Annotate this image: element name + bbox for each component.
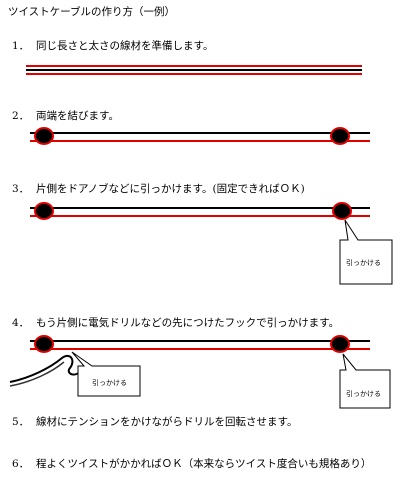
step-3: 3． 片側をドアノブなどに引っかけます。(固定できればＯＫ) — [12, 181, 305, 196]
step-3-callout-box — [339, 219, 393, 285]
step-6-number: 6． — [12, 458, 30, 470]
step-5-text: 線材にテンションをかけながらドリルを回転させます。 — [36, 416, 298, 428]
step-2-number: 2． — [12, 110, 30, 122]
step-1-wire-pair — [26, 65, 362, 75]
step-4-right-callout-box — [339, 353, 391, 409]
left-knot — [34, 127, 54, 145]
step-3-callout-text: 引っかける — [346, 259, 381, 267]
step-3-text: 片側をドアノブなどに引っかけます。(固定できればＯＫ) — [36, 183, 305, 195]
drill-hook-icon — [9, 354, 81, 387]
right-knot — [332, 202, 352, 220]
step-2-text: 両端を結びます。 — [36, 110, 119, 122]
right-knot — [330, 335, 350, 353]
left-knot — [34, 202, 54, 220]
step-2: 2． 両端を結びます。 — [12, 108, 119, 123]
step-6-text: 程よくツイストがかかればＯＫ（本来ならツイスト度合いも規格あり） — [36, 458, 372, 470]
right-knot — [330, 127, 350, 145]
left-knot — [34, 335, 54, 353]
step-4-text: もう片側に電気ドリルなどの先につけたフックで引っかけます。 — [36, 317, 340, 329]
step-5-number: 5． — [12, 416, 30, 428]
step-4-right-callout-text: 引っかける — [346, 390, 381, 398]
step-5: 5． 線材にテンションをかけながらドリルを回転させます。 — [12, 414, 297, 429]
step-4-left-callout-text: 引っかける — [92, 379, 127, 387]
step-3-wire-pair — [30, 202, 370, 220]
step-4: 4． もう片側に電気ドリルなどの先につけたフックで引っかけます。 — [12, 315, 339, 330]
step-1: 1． 同じ長さと太さの線材を準備します。 — [12, 38, 213, 53]
step-4-wire-pair — [30, 335, 370, 353]
step-6: 6． 程よくツイストがかかればＯＫ（本来ならツイスト度合いも規格あり） — [12, 456, 371, 471]
step-3-number: 3． — [12, 183, 30, 195]
step-2-wire-pair — [30, 127, 370, 145]
step-4-number: 4． — [12, 317, 30, 329]
step-1-number: 1． — [12, 40, 30, 52]
step-1-text: 同じ長さと太さの線材を準備します。 — [36, 40, 214, 52]
page-title: ツイストケーブルの作り方（一例） — [8, 6, 176, 18]
step-4-left-callout-box — [71, 351, 141, 397]
